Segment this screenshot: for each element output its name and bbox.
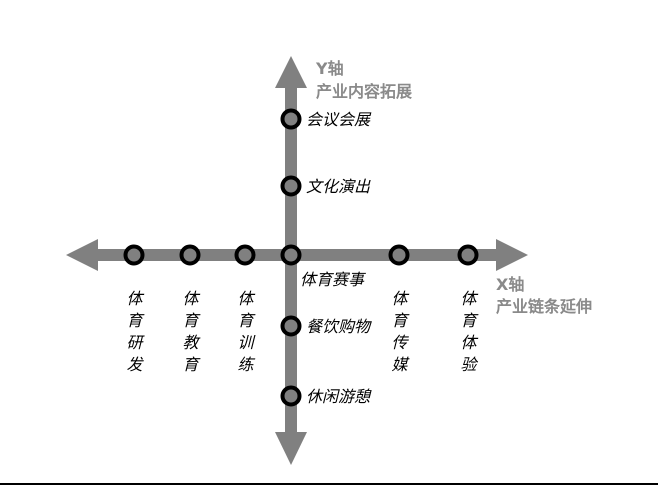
x-axis-title-line2: 产业链条延伸 [496, 297, 592, 316]
y-axis-title-line1: Y轴 [315, 59, 344, 78]
y-axis-title-line2: 产业内容拓展 [316, 82, 413, 101]
y-node-leisure-recreation [280, 385, 302, 407]
x-node-sports-rd [123, 244, 145, 266]
x-node-sports-experience [457, 244, 479, 266]
x-node-sports-education [179, 244, 201, 266]
x-node-label-sports-education: 体育教育 [180, 290, 199, 378]
y-node-label-meeting-exhibition: 会议会展 [306, 110, 372, 129]
y-node-label-leisure-recreation: 休闲游憩 [306, 387, 372, 406]
x-node-sports-training [234, 244, 256, 266]
x-node-label-sports-experience: 体育体验 [458, 290, 477, 378]
y-node-dining-shopping [280, 315, 302, 337]
x-node-label-sports-media: 体育传媒 [389, 290, 408, 378]
x-axis-arrow-left [66, 239, 98, 271]
center-node [280, 244, 302, 266]
x-node-sports-media [388, 244, 410, 266]
y-node-meeting-exhibition [280, 108, 302, 130]
y-node-label-cultural-performance: 文化演出 [306, 177, 371, 196]
y-node-cultural-performance [280, 175, 302, 197]
x-node-label-sports-training: 体育训练 [235, 290, 254, 378]
x-node-label-sports-rd: 体育研发 [124, 290, 143, 378]
x-axis-title-line1: X轴 [496, 275, 524, 294]
y-axis-arrow-up [275, 56, 307, 88]
y-axis-arrow-down [275, 432, 307, 465]
y-node-label-dining-shopping: 餐饮购物 [306, 317, 372, 336]
center-node-label: 体育赛事 [300, 270, 366, 289]
x-axis-arrow-right [496, 239, 528, 271]
bottom-border [0, 483, 658, 485]
